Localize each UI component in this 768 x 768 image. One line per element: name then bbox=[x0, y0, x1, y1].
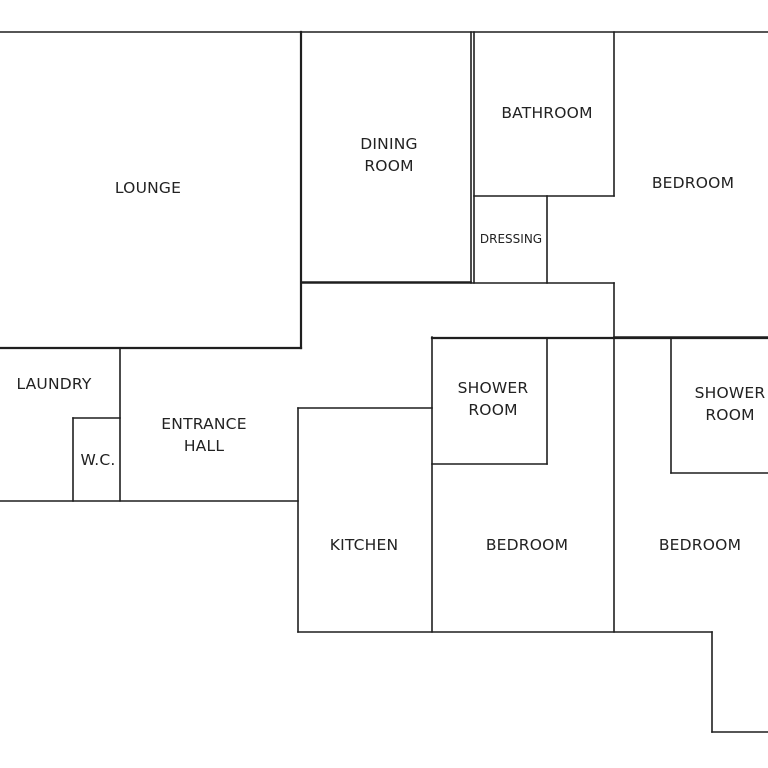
room-label-bathroom: BATHROOM bbox=[501, 104, 593, 122]
room-label-lounge: LOUNGE bbox=[114, 179, 182, 197]
room-label-shower-room-2: SHOWER ROOM bbox=[694, 384, 766, 424]
room-label-dining-room: DINING ROOM bbox=[360, 135, 418, 175]
room-label-shower-room-1: SHOWER ROOM bbox=[457, 379, 529, 419]
room-label-kitchen: KITCHEN bbox=[329, 536, 399, 554]
room-label-laundry: LAUNDRY bbox=[16, 375, 92, 393]
room-label-bedroom-2: BEDROOM bbox=[485, 536, 569, 554]
room-label-dressing: DRESSING bbox=[479, 232, 543, 246]
room-label-wc: W.C. bbox=[80, 451, 116, 469]
walls bbox=[0, 30, 768, 733]
room-label-entrance-hall: ENTRANCE HALL bbox=[161, 415, 247, 455]
room-label-bedroom-main: BEDROOM bbox=[651, 174, 735, 192]
room-label-bedroom-3: BEDROOM bbox=[658, 536, 742, 554]
